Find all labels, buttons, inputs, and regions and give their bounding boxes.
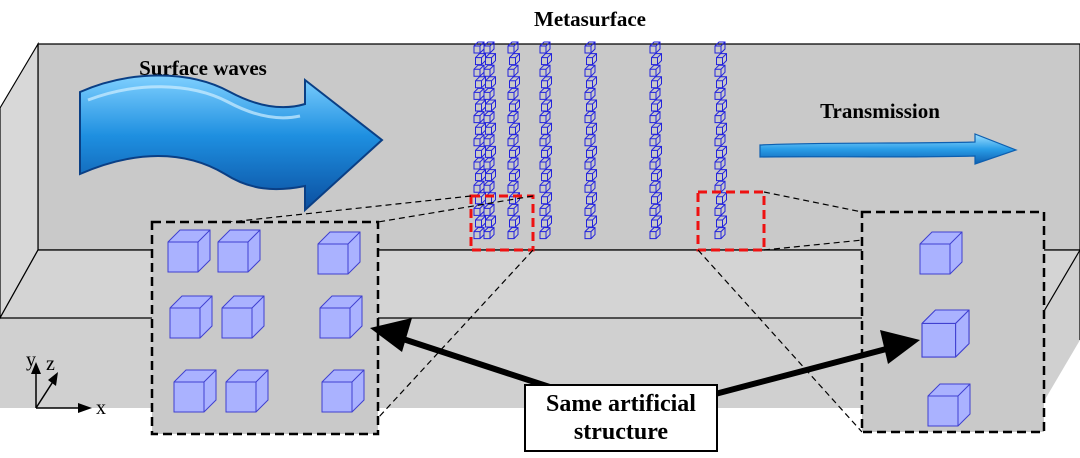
unit-cube (319, 295, 363, 339)
metasurface-label: Metasurface (534, 7, 646, 31)
unit-cube (321, 369, 365, 413)
unit-cube (921, 309, 970, 358)
zoom-box-left (150, 220, 380, 436)
highlight-box-right (696, 190, 766, 252)
transmission-label: Transmission (820, 99, 940, 123)
unit-cube (225, 369, 269, 413)
unit-cube (919, 231, 963, 275)
unit-cube (173, 369, 217, 413)
axis-x-label: x (96, 397, 106, 419)
axis-y-label: y (26, 349, 36, 371)
thin-arrow-icon (759, 133, 1018, 165)
unit-cube (167, 229, 211, 273)
unit-cube (169, 295, 213, 339)
axis-z-label: z (46, 353, 55, 375)
zoom-box-right (860, 210, 1046, 434)
unit-cube (927, 383, 971, 427)
cube-grid-right (919, 231, 971, 427)
note-line-2: structure (573, 419, 669, 445)
note-line-1: Same artificial (546, 391, 696, 417)
unit-cube (217, 229, 261, 273)
unit-cube (317, 231, 361, 275)
wavy-arrow-icon (79, 74, 384, 213)
note-box: Same artificial structure (524, 384, 718, 452)
axes-triad: y z x (26, 349, 106, 419)
unit-cube (221, 295, 265, 339)
highlight-box-left (469, 194, 535, 252)
